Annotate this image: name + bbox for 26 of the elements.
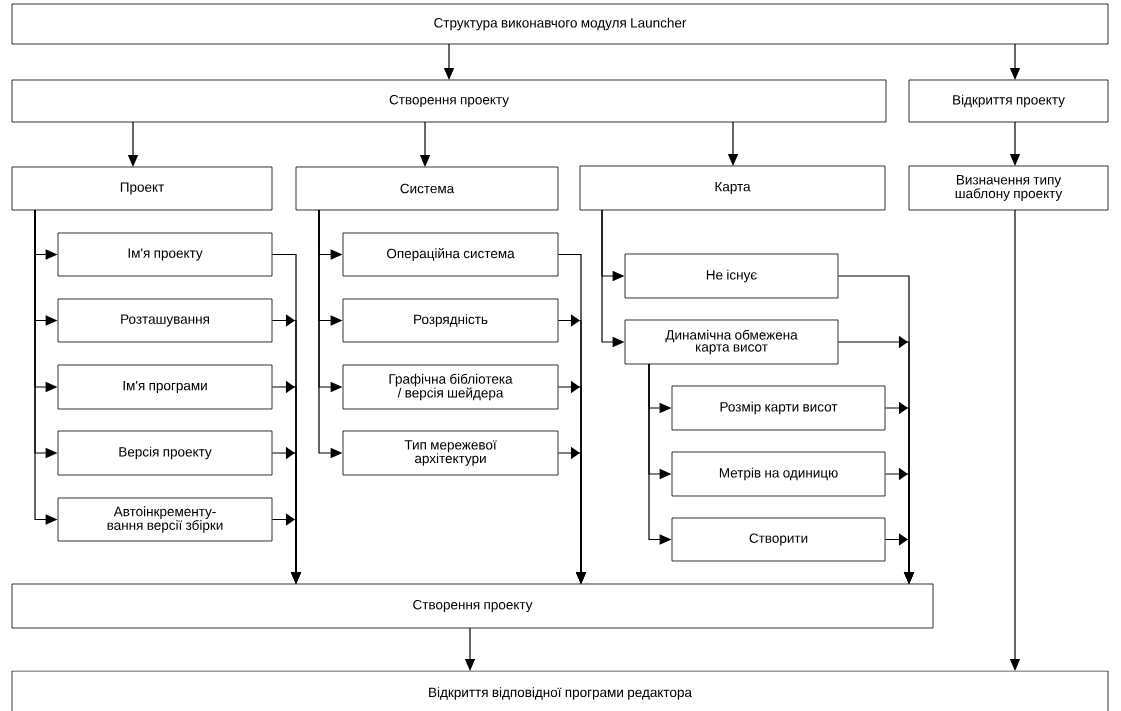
process-box: Тип мережевої архітектури	[342, 430, 559, 476]
process-box: Ім'я проекту	[57, 232, 273, 277]
process-box: Створення проекту	[11, 583, 934, 629]
process-box: Створити	[671, 517, 886, 562]
process-box: Створення проекту	[11, 79, 887, 123]
process-box: Графічна бібліотека / версія шейдера	[342, 364, 559, 410]
arrow	[271, 513, 302, 584]
process-box: Автоінкременту-вання версії збірки	[57, 497, 273, 542]
process-box: Карта	[579, 165, 886, 211]
process-box: Ім'я програми	[57, 364, 273, 410]
process-box: Проект	[11, 166, 273, 211]
title-box: Структура виконавчого модуля Launcher	[11, 3, 1109, 45]
process-box: Система	[295, 166, 559, 211]
process-box: Операційна система	[342, 232, 559, 277]
process-box: Динамічна обмежена карта висот	[624, 319, 839, 365]
process-box: Не існує	[624, 253, 839, 299]
process-box: Метрів на одиницю	[671, 451, 886, 497]
arrow	[884, 533, 915, 584]
arrow	[557, 446, 587, 584]
process-box: Версія проекту	[57, 430, 273, 476]
process-box: Визначення типу шаблону проекту	[908, 165, 1109, 211]
process-box: Відкриття проекту	[908, 79, 1109, 123]
process-box: Розмір карти висот	[671, 385, 886, 431]
process-box: Відкриття відповідної програми редактора	[11, 670, 1109, 711]
process-box: Розташування	[57, 298, 273, 343]
process-box: Розрядність	[342, 298, 559, 343]
